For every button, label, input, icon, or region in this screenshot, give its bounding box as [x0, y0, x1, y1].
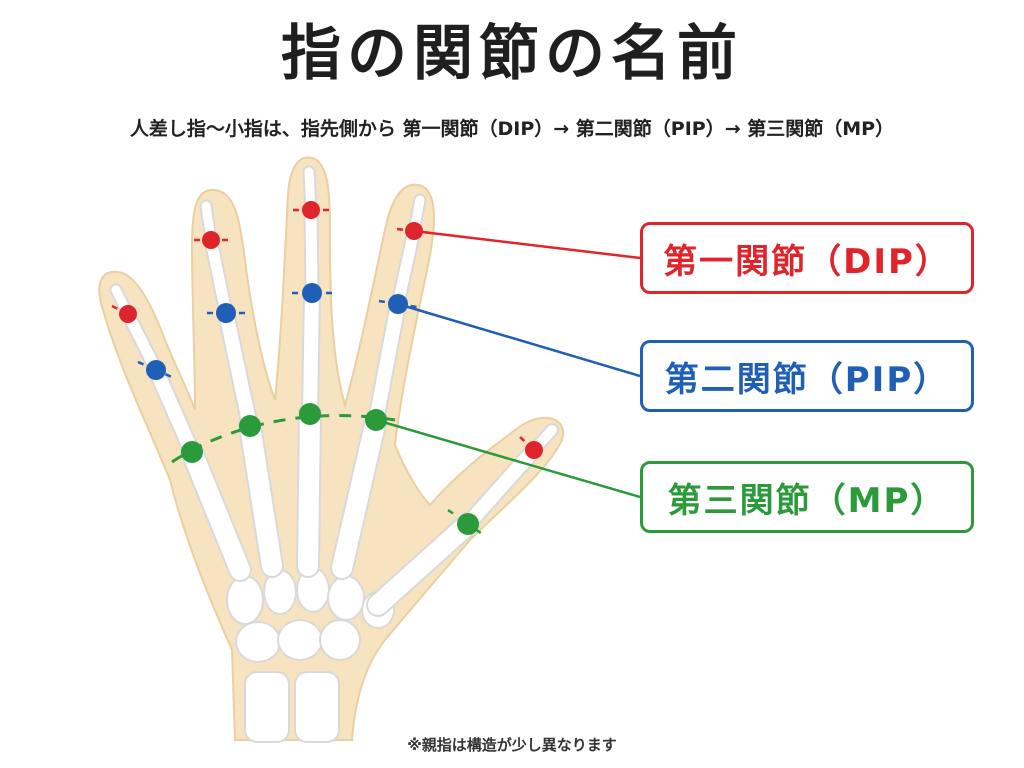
subtitle: 人差し指〜小指は、指先側から 第一関節（DIP）→ 第二関節（PIP）→ 第三関…: [129, 118, 895, 140]
mp-joint-index: [365, 409, 387, 431]
dip-joint-thumb: [519, 436, 549, 464]
mp-joint-ring: [239, 415, 261, 437]
dip-label: 第一関節（DIP）: [640, 222, 974, 294]
dip-joint-ring: [194, 231, 228, 249]
forearm-bones: [244, 671, 340, 743]
page-title: 指の関節の名前: [281, 19, 743, 89]
pip-label: 第二関節（PIP）: [640, 340, 974, 412]
carpal-bones: [226, 567, 395, 663]
pip-joint-little: [137, 360, 175, 380]
mp-joints: [181, 403, 489, 540]
pip-connector-line: [397, 302, 641, 378]
dip-joint-little: [111, 304, 145, 324]
pip-joint-index: [378, 294, 418, 314]
dip-joint-index: [396, 222, 432, 240]
finger-bones-fill: [111, 167, 557, 615]
thumb-footnote: ※親指は構造が少し異なります: [407, 736, 617, 754]
mp-label: 第三関節（MP）: [640, 461, 974, 533]
mp-joint-thumb: [447, 508, 489, 540]
mp-joint-little: [181, 441, 203, 463]
pip-joint-middle: [292, 283, 332, 303]
pip-joints: [137, 283, 418, 380]
mp-connector-line: [375, 418, 641, 499]
dip-joint-middle: [293, 201, 329, 219]
dip-connector-line: [413, 229, 641, 260]
hand-skin: [98, 156, 565, 741]
mp-joint-middle: [299, 403, 321, 425]
pip-joint-ring: [207, 303, 245, 323]
dip-joints: [111, 201, 549, 464]
